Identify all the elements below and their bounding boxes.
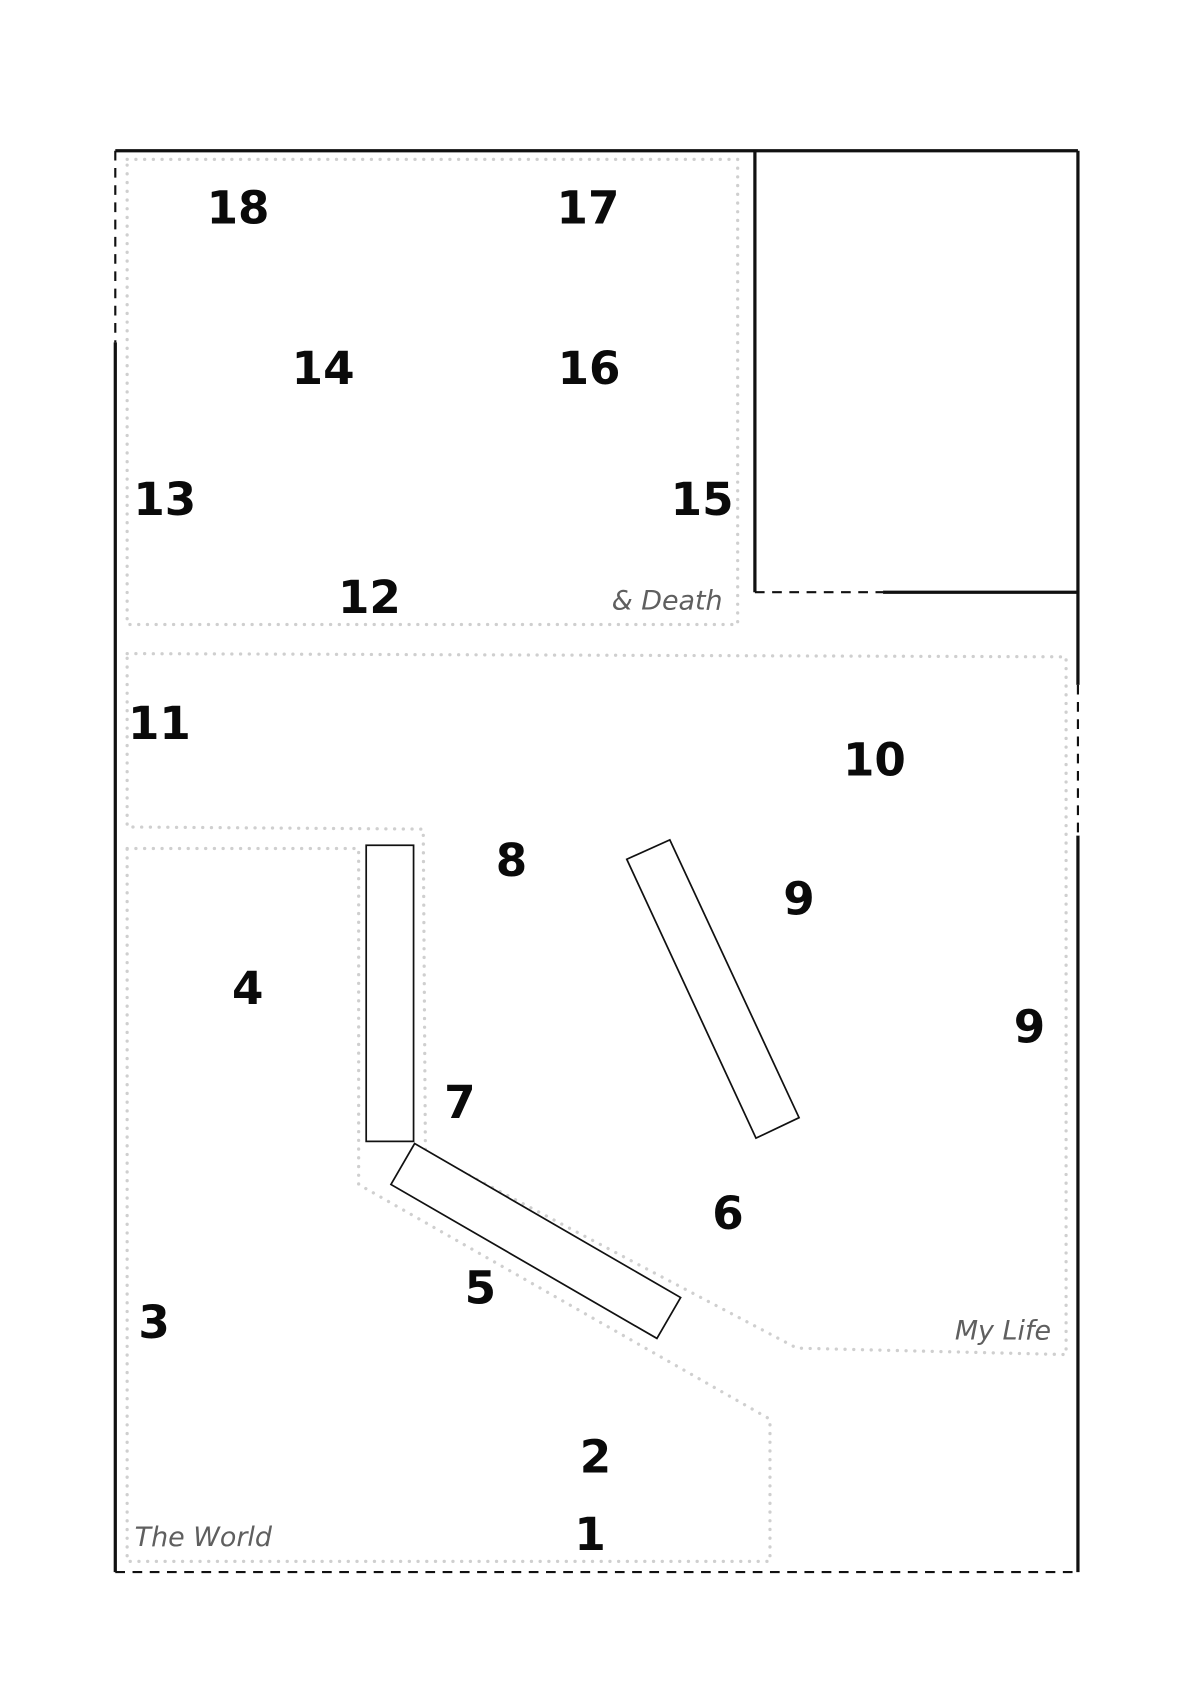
outer-walls	[113, 149, 1080, 1574]
marker-10: 10	[843, 734, 906, 787]
zone-life-outline	[125, 651, 1068, 1357]
zone-death-outline	[125, 157, 740, 627]
marker-4: 4	[232, 962, 263, 1015]
marker-12: 12	[338, 571, 401, 624]
zone-label-death: & Death	[612, 585, 723, 616]
zone-label-world: The World	[135, 1522, 273, 1553]
marker-18: 18	[207, 181, 270, 234]
marker-1: 1	[574, 1508, 605, 1561]
marker-14: 14	[292, 342, 355, 395]
marker-3: 3	[138, 1296, 169, 1349]
marker-16: 16	[558, 342, 621, 395]
partition-diagonal-upper	[625, 838, 801, 1140]
partition-diagonal-lower	[389, 1142, 682, 1340]
marker-2: 2	[580, 1430, 611, 1483]
marker-9a: 9	[783, 873, 814, 926]
partition-vertical	[365, 844, 415, 1143]
zone-label-life: My Life	[955, 1315, 1051, 1346]
marker-17: 17	[557, 181, 620, 234]
marker-9b: 9	[1014, 1001, 1045, 1054]
inner-room-walls	[753, 150, 1078, 594]
marker-6: 6	[712, 1187, 743, 1240]
marker-13: 13	[133, 473, 196, 526]
marker-15: 15	[671, 473, 734, 526]
marker-5: 5	[465, 1261, 496, 1314]
marker-7: 7	[444, 1076, 475, 1129]
marker-11: 11	[128, 697, 191, 750]
marker-8: 8	[496, 834, 527, 887]
